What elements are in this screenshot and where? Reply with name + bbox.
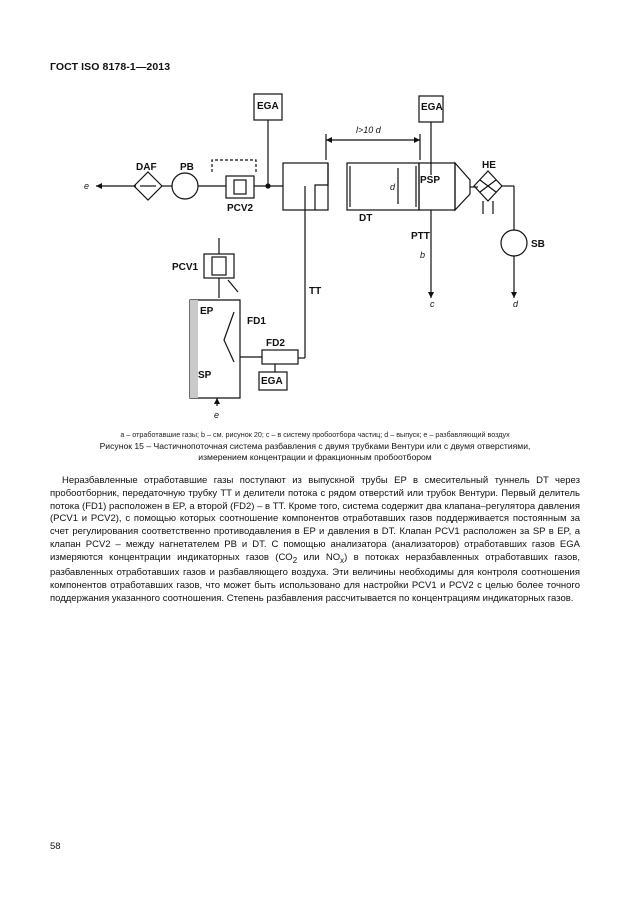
body-text-part1: Неразбавленные отработавшие газы поступа…	[50, 475, 580, 563]
label-psp: PSP	[420, 175, 440, 186]
document-header: ГОСТ ISO 8178-1—2013	[50, 61, 171, 73]
label-ega-bottom: EGA	[261, 376, 283, 387]
label-pb: PB	[180, 162, 194, 173]
letter-e-left: e	[84, 181, 89, 191]
label-pcv1: PCV1	[172, 262, 199, 273]
ega-bottom-box	[258, 371, 288, 391]
pb-blower	[171, 172, 199, 200]
figure-legend: a – отработавшие газы; b – см. рисунок 2…	[120, 430, 510, 439]
sb-blower	[500, 229, 528, 257]
label-daf: DAF	[136, 162, 157, 173]
body-text-part2: или NO	[297, 551, 341, 563]
label-fd1: FD1	[247, 316, 266, 327]
label-ptt: PTT	[411, 231, 430, 242]
daf-filter	[133, 171, 163, 201]
fd2-divider	[261, 349, 299, 365]
label-fd2: FD2	[266, 338, 285, 349]
body-text-part3: ) в потоках неразбавленных отработавших …	[50, 551, 580, 605]
letter-e-bottom: e	[214, 410, 219, 420]
nox-subscript: x	[340, 555, 345, 565]
letter-b: b	[420, 250, 425, 260]
label-dist: l>10 d	[356, 125, 382, 135]
pcv2-valve	[225, 175, 255, 199]
label-ep: EP	[200, 306, 214, 317]
label-pcv2: PCV2	[227, 203, 254, 214]
label-sp: SP	[198, 370, 212, 381]
body-paragraph: Неразбавленные отработавшие газы поступа…	[50, 475, 580, 606]
label-tt: TT	[309, 286, 321, 297]
letter-c: c	[430, 299, 435, 309]
label-ega-right: EGA	[421, 102, 443, 113]
label-sb: SB	[531, 239, 545, 250]
dilution-system-diagram: EGA DAF PB PCV2 l>10 d EGA PSP HE DT d P…	[84, 93, 545, 420]
figure-caption-line2: измерением концентрации и фракционным пр…	[198, 452, 432, 462]
label-d-small: d	[390, 182, 396, 192]
he-exchanger	[473, 170, 503, 202]
label-dt: DT	[359, 213, 372, 224]
label-ega-top: EGA	[257, 101, 279, 112]
figure-caption-line1: Рисунок 15 – Частичнопоточная система ра…	[99, 441, 531, 451]
label-he: HE	[482, 160, 496, 171]
page-number: 58	[50, 841, 61, 852]
co2-subscript: 2	[292, 555, 298, 565]
pcv1-valve	[203, 253, 235, 279]
letter-d: d	[513, 299, 519, 309]
